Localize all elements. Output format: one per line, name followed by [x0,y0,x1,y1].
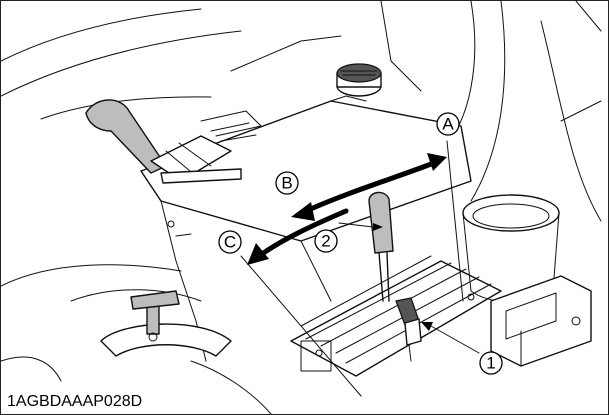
callout-2-label: 2 [321,232,330,251]
small-lever [395,297,422,362]
range-arrows [247,153,447,265]
callout-1: 1 [479,351,503,375]
main-shift-lever [368,191,394,302]
oil-cap [336,63,382,97]
arrowhead-a-right [427,153,447,171]
callout-b-label: B [281,174,292,193]
fender-knob [1,264,272,414]
background-panel-lines [1,1,602,222]
leader-lines [240,140,480,397]
callout-a: A [436,112,460,136]
figure-code: 1AGBDAAAP028D [7,393,143,410]
callout-c: C [218,230,242,254]
left-lever [85,99,262,184]
arrowhead-c-left [247,243,269,265]
callout-1-label: 1 [486,354,495,373]
callout-a-label: A [442,115,454,134]
callout-c-label: C [224,233,236,252]
arrowhead-b-left [291,202,315,221]
callout-2: 2 [314,229,338,253]
right-bracket [490,275,592,367]
callout-b: B [275,171,299,195]
